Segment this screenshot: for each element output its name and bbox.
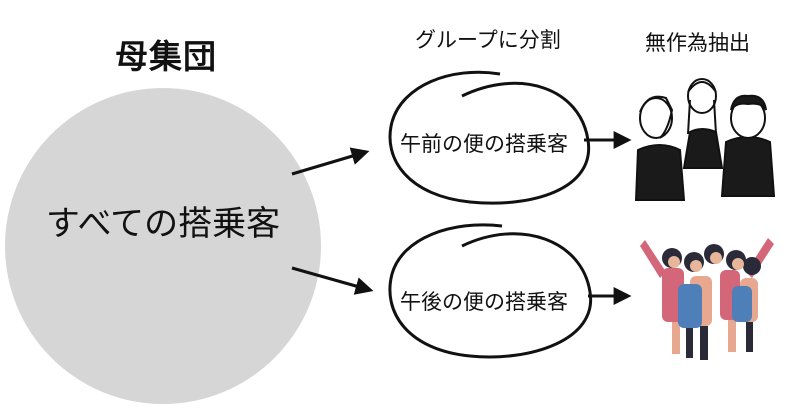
diagram-title: 母集団 [115, 37, 217, 76]
arrow-to-afternoon [291, 266, 374, 295]
group-ellipse-afternoon [388, 223, 593, 359]
population-circle [5, 88, 321, 404]
split-header: グループに分割 [415, 28, 561, 52]
group-label-afternoon: 午後の便の搭乗客 [400, 290, 568, 314]
group-label-morning: 午前の便の搭乗客 [400, 132, 568, 156]
arrow-to-morning [291, 147, 370, 176]
three-people-illustration-icon [634, 78, 776, 201]
crowd-illustration-icon [640, 238, 774, 360]
random-header: 無作為抽出 [645, 31, 750, 55]
population-label: すべての搭乗客 [45, 204, 281, 244]
group-ellipse-morning [388, 70, 591, 205]
